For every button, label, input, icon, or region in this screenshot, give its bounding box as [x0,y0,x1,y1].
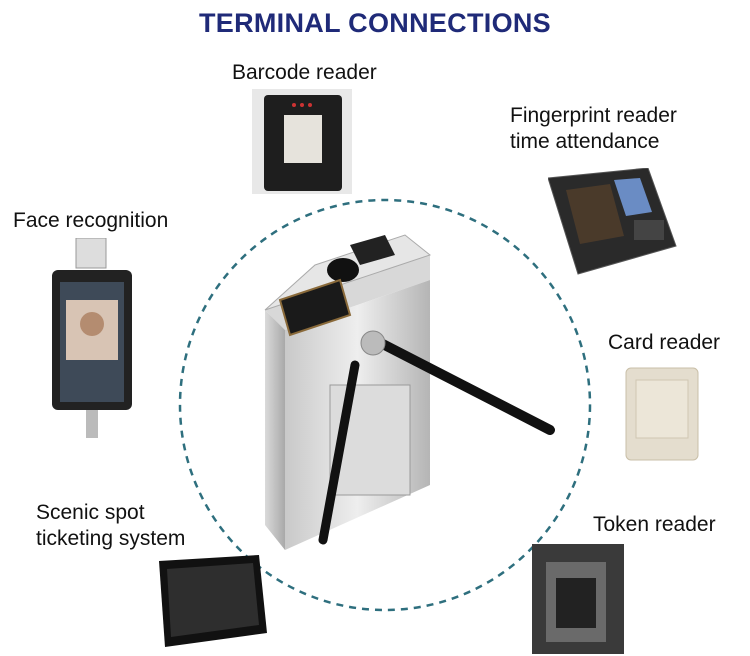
tripod-turnstile-image [264,234,555,550]
token-reader-image [532,544,624,654]
card-reader-label: Card reader [608,331,721,354]
face-recognition-label: Face recognition [13,209,169,232]
fingerprint-reader-label: Fingerprint reader time attendance [510,103,677,155]
fingerprint-label-line2: time attendance [510,130,660,153]
barcode-reader-label: Barcode reader [232,61,377,84]
barcode-reader-image [252,89,352,194]
scenic-label-line2: ticketing system [36,527,186,550]
connection-circle [178,198,592,612]
fingerprint-label-line1: Fingerprint reader [510,104,677,127]
scenic-label-line1: Scenic spot [36,501,145,524]
page-title: TERMINAL CONNECTIONS [198,8,551,38]
scenic-spot-label: Scenic spot ticketing system [36,500,185,552]
ticketing-monitor-image [159,555,267,647]
card-reader-image [625,367,699,461]
face-recognition-image [52,238,132,438]
fingerprint-reader-image [548,168,677,275]
token-reader-label: Token reader [593,513,716,536]
